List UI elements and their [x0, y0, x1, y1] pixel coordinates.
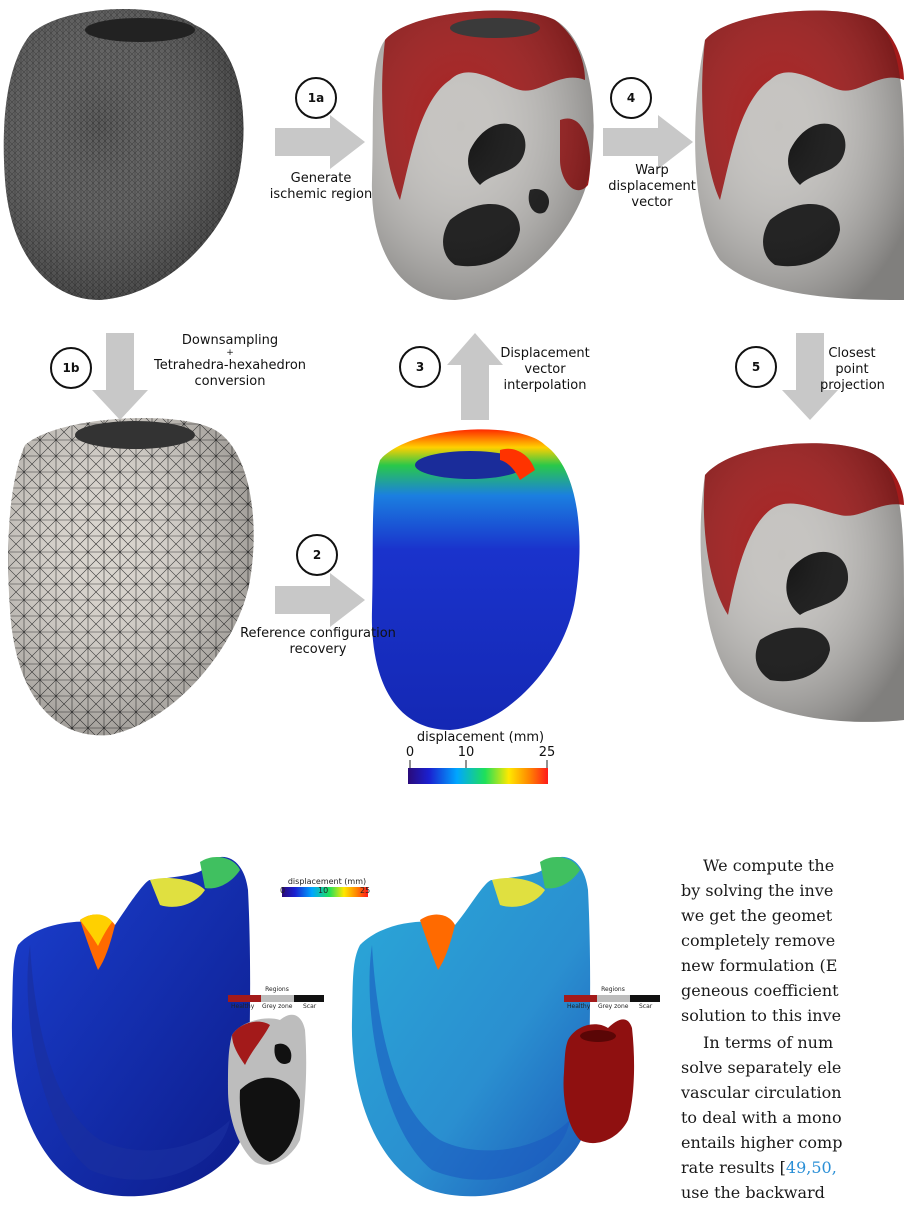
heart-ischemic	[371, 10, 594, 301]
arrow-1b	[92, 333, 148, 420]
step-label-5: Closest point projection	[820, 346, 885, 393]
paragraph-2: In terms of num solve separately ele vas…	[681, 1030, 904, 1205]
step-badge-4: 4	[610, 77, 652, 119]
slab-right	[351, 856, 591, 1197]
step-badge-1a: 1a	[295, 77, 337, 119]
legend-left-scar: Scar	[303, 1003, 317, 1010]
colorbar-top	[408, 760, 548, 784]
legend-right-grey-zone: Grey zone	[598, 1003, 629, 1010]
arrow-1a	[275, 115, 365, 169]
arrow-4	[603, 115, 693, 169]
paragraph-2-citation-line: rate results [49,50,	[681, 1158, 837, 1177]
figure-slabs	[11, 856, 660, 1197]
legend-left-grey-zone: Grey zone	[262, 1003, 293, 1010]
legend-right-title: Regions	[601, 986, 625, 993]
colorbar-bottom-tick-0: 0	[280, 886, 286, 895]
step-label-1b: Downsampling + Tetrahedra-hexahedron con…	[153, 333, 307, 389]
step-badge-5: 5	[735, 346, 777, 388]
heart-fine-mesh	[3, 8, 244, 301]
small-heart-regions	[228, 1014, 307, 1165]
colorbar-top-title: displacement (mm)	[416, 730, 545, 745]
figure-workflow	[3, 8, 904, 784]
heart-displacement	[371, 429, 580, 730]
step-label-3: Displacement vector interpolation	[500, 346, 590, 393]
slab-left	[11, 856, 251, 1197]
legend-left-healthy: Healthy	[231, 1003, 255, 1010]
arrow-3	[447, 333, 503, 420]
step-label-1a: Generate ischemic region	[269, 171, 373, 202]
legend-left-title: Regions	[265, 986, 289, 993]
legend-right-healthy: Healthy	[567, 1003, 591, 1010]
small-heart-healthy	[563, 1019, 635, 1144]
colorbar-top-tick-10: 10	[457, 745, 475, 760]
colorbar-top-tick-0: 0	[405, 745, 415, 760]
legend-left-swatches	[228, 995, 324, 1002]
colorbar-bottom-title: displacement (mm)	[287, 877, 367, 886]
colorbar-bottom-tick-10: 10	[318, 886, 329, 895]
heart-warped	[695, 10, 904, 301]
step-badge-3: 3	[399, 346, 441, 388]
arrow-5	[782, 333, 838, 420]
legend-right-scar: Scar	[639, 1003, 653, 1010]
colorbar-bottom-tick-25: 25	[360, 886, 371, 895]
legend-right-swatches	[564, 995, 660, 1002]
step-badge-2: 2	[296, 534, 338, 576]
citation-link[interactable]: 49,50,	[785, 1158, 837, 1177]
colorbar-top-tick-25: 25	[538, 745, 556, 760]
arrow-2	[275, 573, 365, 627]
heart-coarse-mesh	[8, 418, 254, 736]
step-label-2: Reference configuration recovery	[240, 626, 396, 657]
paragraph-1: We compute the by solving the inve we ge…	[681, 856, 842, 1025]
step-badge-1b: 1b	[50, 347, 92, 389]
colorbar-bottom	[282, 887, 368, 897]
heart-projected	[700, 443, 904, 722]
step-label-4: Warp displacement vector	[608, 163, 696, 210]
